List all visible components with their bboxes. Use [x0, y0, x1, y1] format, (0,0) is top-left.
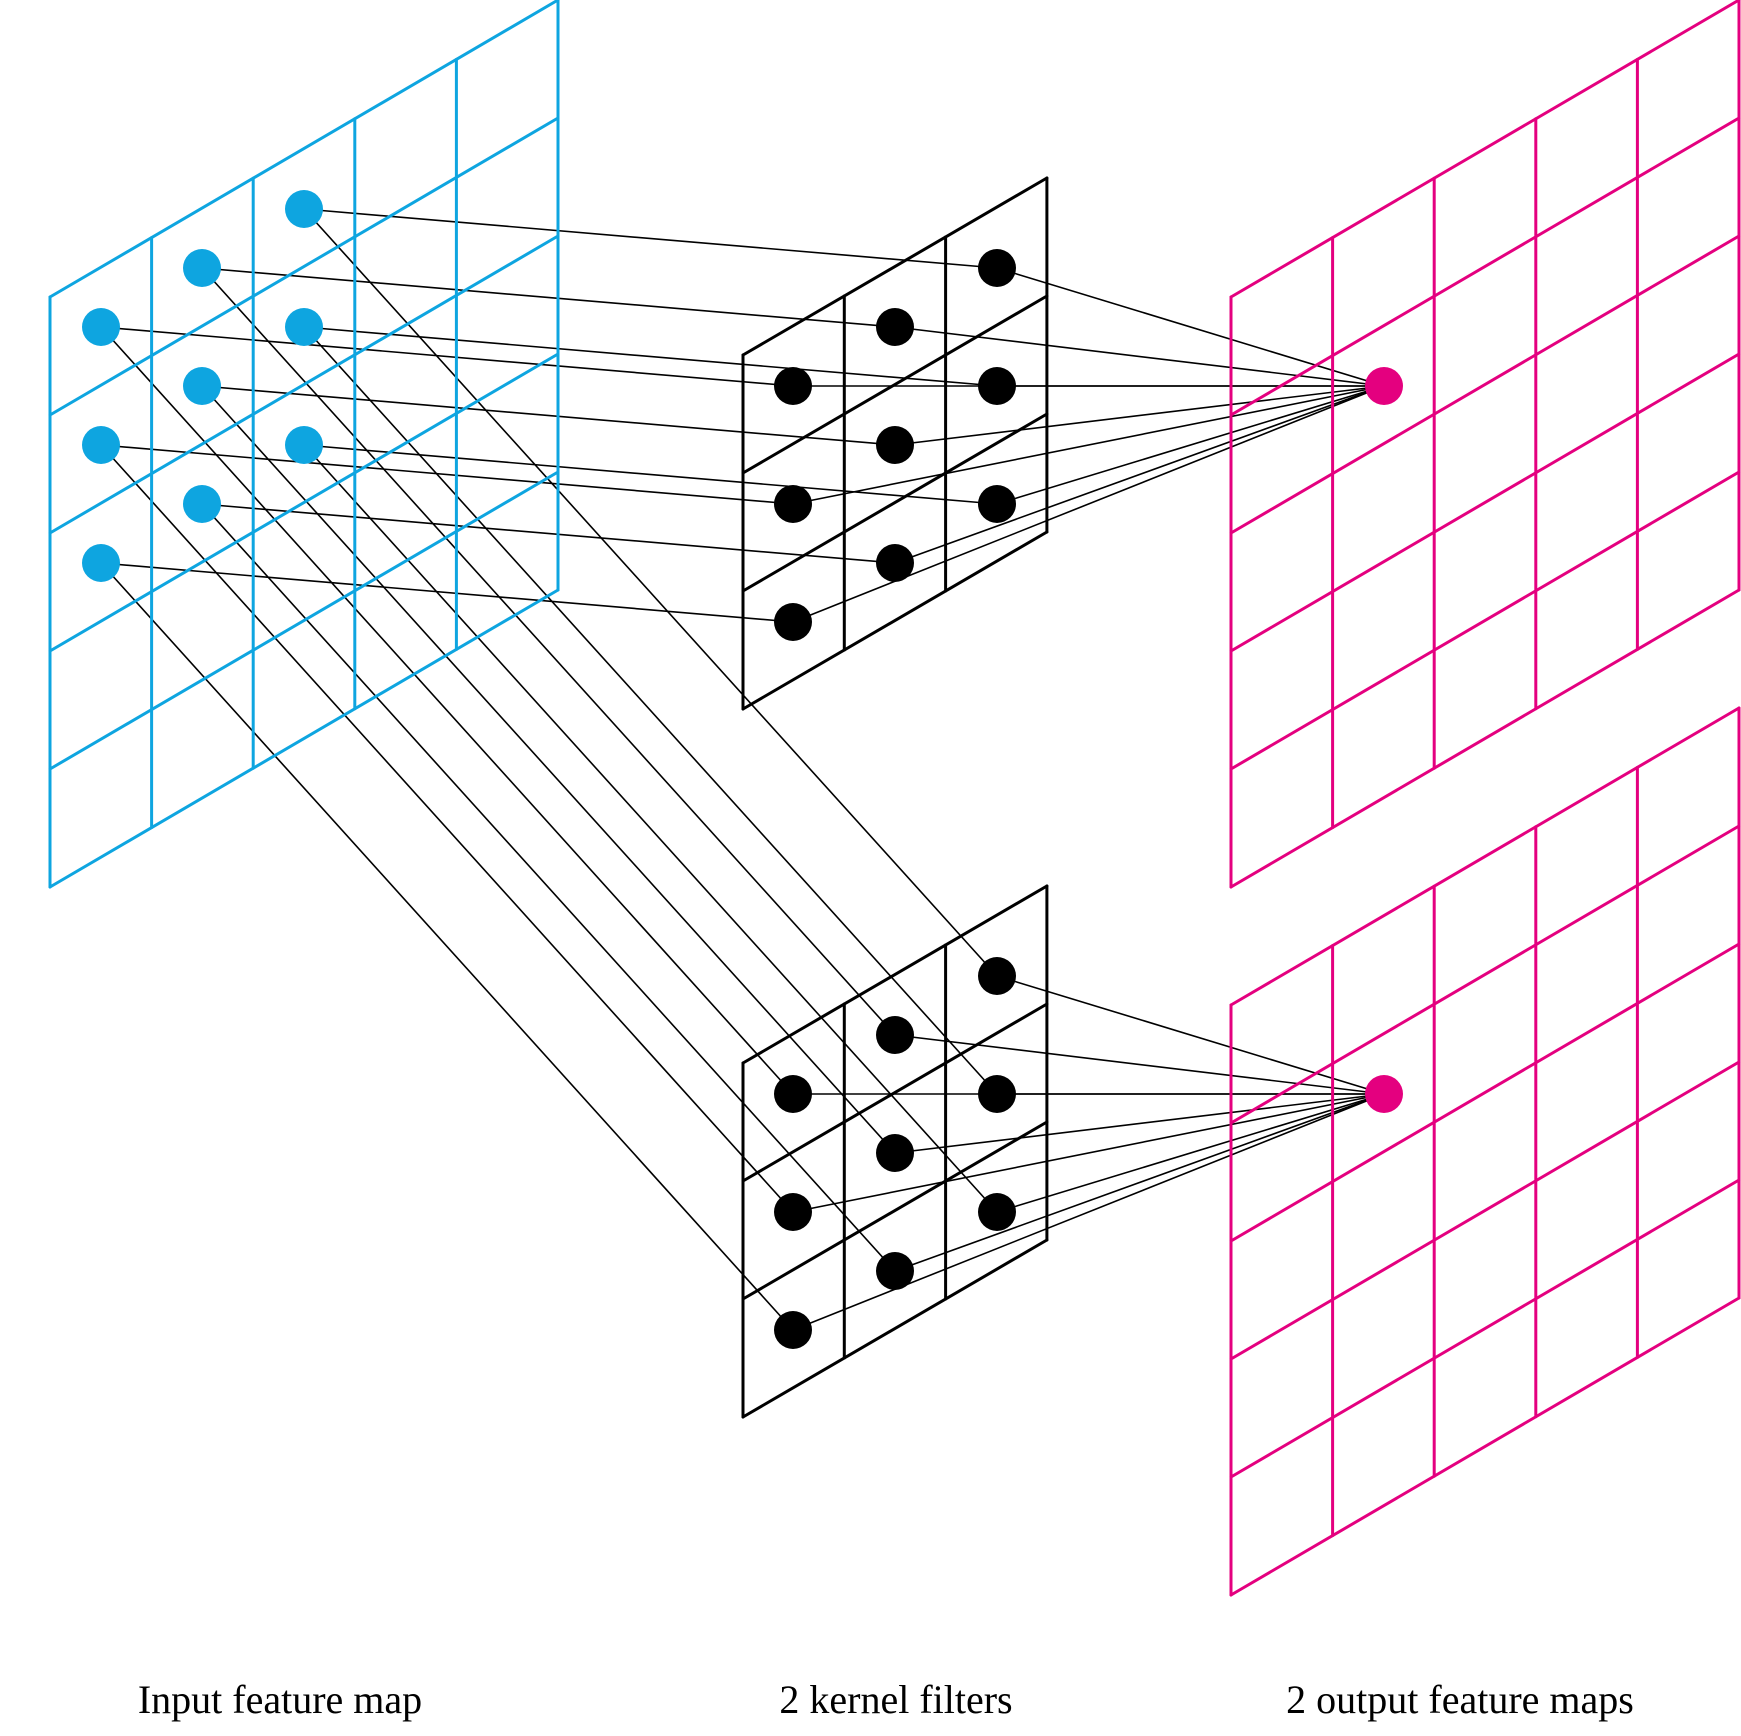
kernel2-node-3 — [774, 1193, 812, 1231]
input-to-kernel1-line-0 — [100, 326, 794, 387]
output1-grid-hline-0 — [1229, 0, 1741, 299]
kernel2-to-output2-line-19 — [894, 1093, 1385, 1154]
input-grid-hline-3 — [48, 352, 560, 653]
kernel2-to-output2-line-31 — [894, 1093, 1385, 1272]
output-feature-map-1 — [1229, 0, 1741, 889]
output1-grid-hline-1 — [1229, 116, 1741, 417]
input-to-kernel1-line-4 — [201, 267, 896, 328]
kernel1-grid-hline-3 — [741, 530, 1049, 711]
kernel1-node-7 — [876, 544, 914, 582]
kernel2-to-output2-line-35 — [996, 1093, 1385, 1213]
kernel1-node-1 — [876, 308, 914, 346]
kernel2-node-0 — [774, 1075, 812, 1113]
kernel2-node-6 — [774, 1311, 812, 1349]
input-to-kernel1-line-12 — [100, 444, 794, 505]
output2-grid-hline-5 — [1229, 1296, 1741, 1597]
input-node-6 — [82, 544, 120, 582]
input-to-kernel1-line-32 — [303, 444, 998, 505]
input-to-kernel1-line-8 — [303, 208, 998, 269]
input-grid-hline-0 — [48, 0, 560, 299]
connection-lines — [100, 208, 1385, 1331]
kernel1-to-output1-line-14 — [792, 385, 1385, 505]
kernel1-node-5 — [978, 367, 1016, 405]
node-dots — [82, 190, 1403, 1349]
input-node-3 — [82, 426, 120, 464]
kernel2-node-8 — [978, 1193, 1016, 1231]
kernel-filter-1 — [741, 176, 1049, 711]
input-to-kernel2-line-29 — [201, 503, 896, 1272]
input-to-kernel1-line-24 — [100, 562, 794, 623]
kernel1-node-8 — [978, 485, 1016, 523]
input-node-7 — [183, 485, 221, 523]
input-grid-hline-2 — [48, 234, 560, 535]
input-node-2 — [285, 190, 323, 228]
output2-grid-hline-4 — [1229, 1178, 1741, 1479]
input-to-kernel1-line-20 — [303, 326, 998, 387]
input-node-0 — [82, 308, 120, 346]
input-to-kernel2-line-33 — [303, 444, 998, 1213]
kernel1-to-output1-line-18 — [894, 385, 1385, 446]
kernel2-node-4 — [876, 1134, 914, 1172]
kernel1-grid-hline-0 — [741, 176, 1049, 357]
output1-grid-hline-3 — [1229, 352, 1741, 653]
kernel2-node-2 — [978, 957, 1016, 995]
input-to-kernel2-line-25 — [100, 562, 794, 1331]
kernel-filter-2 — [741, 884, 1049, 1419]
input-feature-map-caption: Input feature map — [137, 1677, 423, 1722]
input-node-1 — [183, 249, 221, 287]
kernel1-node-2 — [978, 249, 1016, 287]
kernel1-node-0 — [774, 367, 812, 405]
kernel2-to-output2-line-11 — [996, 975, 1385, 1095]
kernel2-to-output2-line-27 — [792, 1093, 1385, 1331]
kernel2-grid-hline-0 — [741, 884, 1049, 1065]
kernel-filters-caption: 2 kernel filters — [779, 1677, 1013, 1722]
input-grid-hline-5 — [48, 588, 560, 889]
kernel2-node-1 — [876, 1016, 914, 1054]
kernel1-grid-hline-2 — [741, 412, 1049, 593]
kernel2-grid-hline-2 — [741, 1120, 1049, 1301]
output2-grid-hline-2 — [1229, 942, 1741, 1243]
kernel1-to-output1-line-34 — [996, 385, 1385, 505]
output2-grid-hline-3 — [1229, 1060, 1741, 1361]
kernel2-node-5 — [978, 1075, 1016, 1113]
kernel1-to-output1-line-10 — [996, 267, 1385, 387]
output1-grid-hline-2 — [1229, 234, 1741, 535]
kernel2-node-7 — [876, 1252, 914, 1290]
input-grid-hline-1 — [48, 116, 560, 417]
kernel1-node-4 — [876, 426, 914, 464]
input-feature-map — [48, 0, 560, 889]
output1-grid-hline-4 — [1229, 470, 1741, 771]
output2-grid-hline-1 — [1229, 824, 1741, 1125]
kernel1-to-output1-line-6 — [894, 326, 1385, 387]
output1-node — [1365, 367, 1403, 405]
input-grid-hline-4 — [48, 470, 560, 771]
input-node-5 — [285, 308, 323, 346]
output2-node — [1365, 1075, 1403, 1113]
kernel2-to-output2-line-7 — [894, 1034, 1385, 1095]
output-feature-map-2 — [1229, 706, 1741, 1597]
kernel2-grid-hline-1 — [741, 1002, 1049, 1183]
input-to-kernel1-line-16 — [201, 385, 896, 446]
input-to-kernel1-line-28 — [201, 503, 896, 564]
input-node-4 — [183, 367, 221, 405]
output-feature-maps-caption: 2 output feature maps — [1286, 1677, 1634, 1722]
kernel2-to-output2-line-15 — [792, 1093, 1385, 1213]
output2-grid-hline-0 — [1229, 706, 1741, 1007]
kernel1-node-6 — [774, 603, 812, 641]
kernel1-to-output1-line-30 — [894, 385, 1385, 564]
kernel1-to-output1-line-26 — [792, 385, 1385, 623]
output1-grid-hline-5 — [1229, 588, 1741, 889]
kernel2-grid-hline-3 — [741, 1238, 1049, 1419]
kernel1-grid-hline-1 — [741, 294, 1049, 475]
input-node-8 — [285, 426, 323, 464]
kernel1-node-3 — [774, 485, 812, 523]
